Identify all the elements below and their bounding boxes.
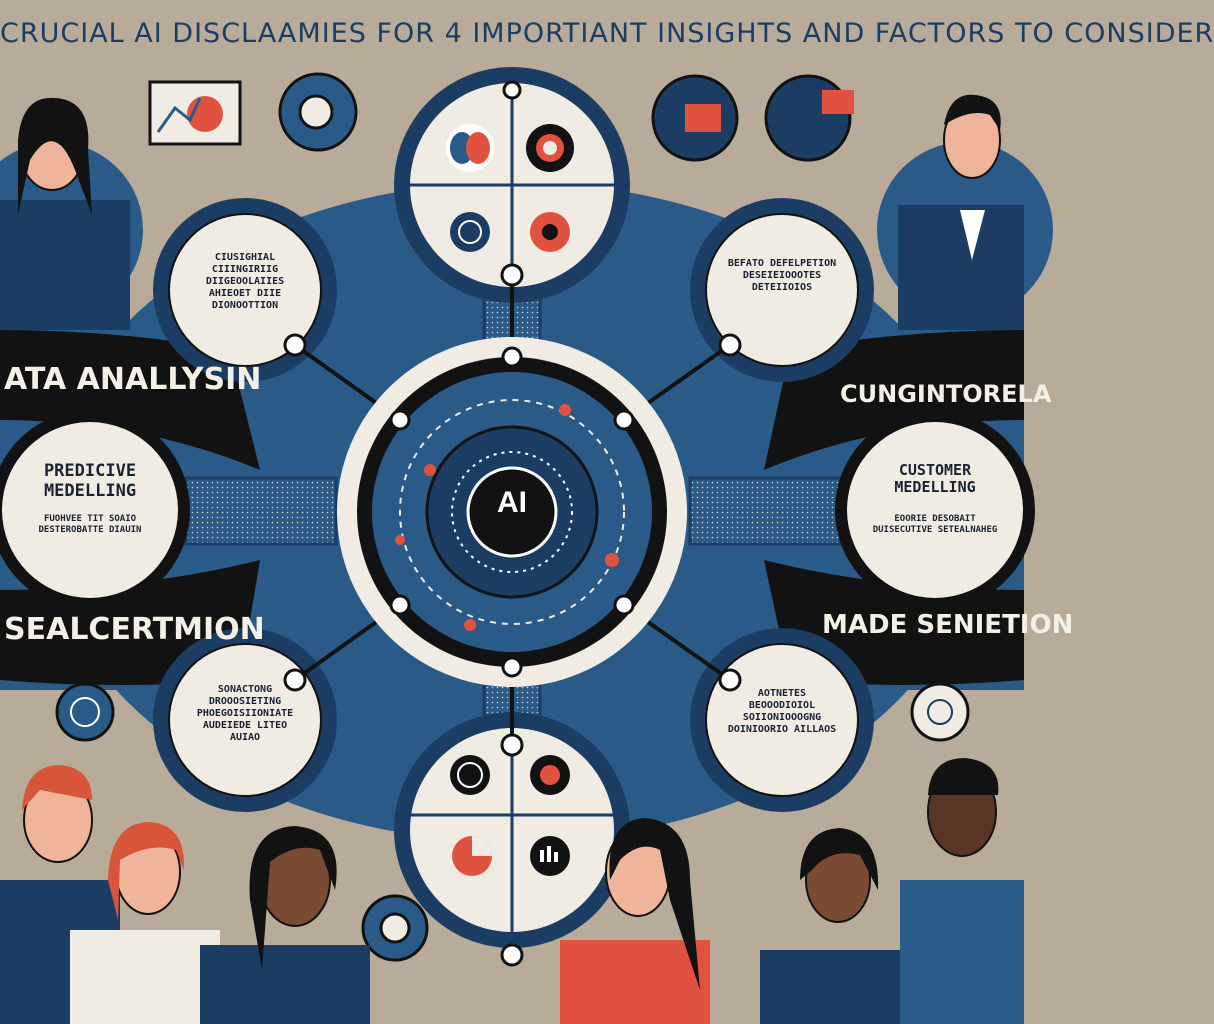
puzzle-icon xyxy=(530,212,570,252)
bubble-top-left-shape xyxy=(153,198,337,382)
right-panel-heading: CUSTOMER MEDELLING xyxy=(894,461,976,497)
bubble-bottom-left: SONACTONG DROOOSIETING PHOEGOISIIONIATE … xyxy=(196,684,294,743)
magnifier-icon xyxy=(361,894,429,962)
gear-icon xyxy=(530,755,570,795)
right-connector-bar xyxy=(688,476,842,546)
left-panel-heading: PREDICIVE MEDELLING xyxy=(43,461,137,501)
gear-icon xyxy=(526,124,574,172)
magnifier-icon xyxy=(278,72,358,152)
bubble-bottom-right: AOTNETES BEOOODIOIOL SOIIONIOOOGNG DOINI… xyxy=(727,688,837,735)
globe-icon xyxy=(55,682,115,742)
connector-nodes xyxy=(283,263,742,757)
left-panel-shape xyxy=(0,410,190,610)
person-bottom-5 xyxy=(760,828,910,1024)
bubble-top-right: BEFATO DEFELPETION DESEIEIOOOTES DETEIIO… xyxy=(727,258,837,293)
left-connector-bar xyxy=(184,476,338,546)
right-panel-shape xyxy=(835,410,1035,610)
chart-icon xyxy=(530,836,570,876)
bubble-top-left: CIUSIGHIAL CIIINGIRIIG DIIGEOOLAIIES AHI… xyxy=(205,252,285,311)
document-icon xyxy=(651,74,739,162)
globe-icon xyxy=(450,755,490,795)
person-bottom-2 xyxy=(70,822,220,1024)
banner-right-top: CUNGINTORELA xyxy=(840,380,1052,408)
infographic: Crucial AI Disclaamies for 4 Importiant … xyxy=(0,18,1214,1024)
diagram-graphic xyxy=(0,67,1053,1024)
person-top-right xyxy=(877,94,1053,330)
hub-accent-dots xyxy=(395,404,619,631)
left-panel-body: FUOHVEE TIT SOAIO DESTEROBATTE DIAUIN xyxy=(38,514,142,535)
page-title: Crucial AI Disclaamies for 4 Importiant … xyxy=(0,18,1214,49)
center-ai-label: AI xyxy=(497,486,527,519)
hub-ring-nodes xyxy=(389,346,635,678)
person-top-left xyxy=(0,97,143,330)
person-bottom-6 xyxy=(900,758,1024,1024)
person-bottom-3 xyxy=(200,826,370,1024)
banner-left-bottom: SEALCERTMION xyxy=(4,612,265,647)
banner-right-bottom: MADE SENIETION xyxy=(822,610,1074,640)
pie-chart-icon xyxy=(452,836,492,876)
central-hub xyxy=(337,337,687,687)
globe-icon xyxy=(450,212,490,252)
right-panel-body: EOORIE DESOBAIT DUISECUTIVE SETEALNAHEG xyxy=(872,514,998,535)
person-bottom-4 xyxy=(560,818,710,1024)
puzzle-icon xyxy=(764,74,854,162)
globe-icon xyxy=(910,682,970,742)
chart-icon xyxy=(148,80,242,146)
brain-icon xyxy=(446,124,494,172)
banner-left-top: ATA ANALLYSIN xyxy=(4,362,262,397)
